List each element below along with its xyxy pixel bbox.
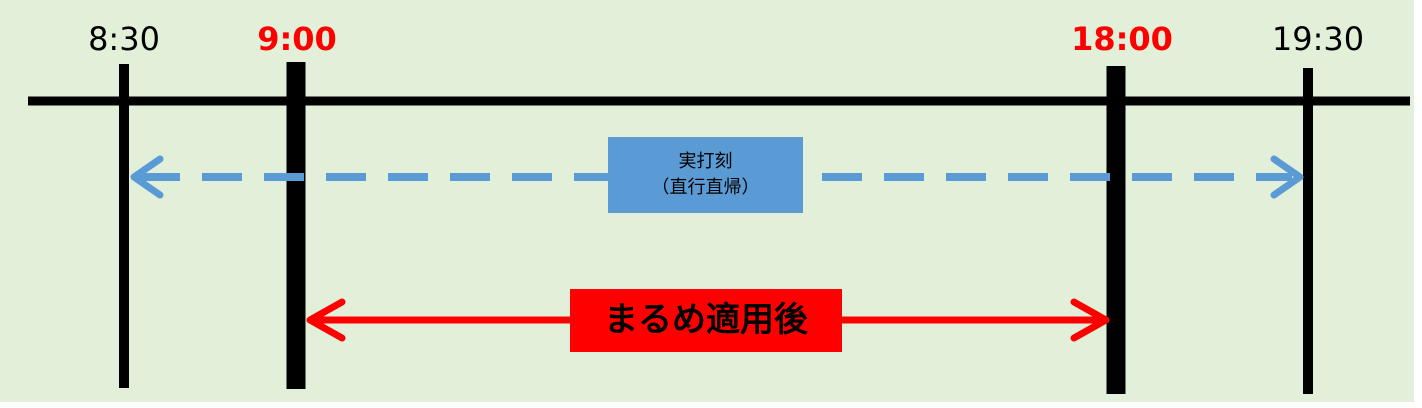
actual-range-left-arrowhead (130, 155, 164, 199)
time-label-start-actual: 8:30 (88, 20, 160, 58)
time-label-start-rounded: 9:00 (257, 20, 337, 58)
actual-punch-sublabel: （直行直帰） (651, 177, 760, 198)
rounded-label: まるめ適用後 (604, 300, 808, 340)
rounded-range-left-arrowhead (306, 298, 346, 342)
time-label-end-rounded: 18:00 (1071, 20, 1173, 58)
actual-punch-label: 実打刻 (678, 151, 733, 172)
actual-range-right-arrowhead (1270, 155, 1304, 199)
time-label-end-actual: 19:30 (1271, 20, 1365, 58)
rounded-label-box: まるめ適用後 (570, 289, 842, 352)
actual-punch-label-box: 実打刻 （直行直帰） (608, 137, 803, 213)
rounded-range-right-arrowhead (1070, 298, 1110, 342)
